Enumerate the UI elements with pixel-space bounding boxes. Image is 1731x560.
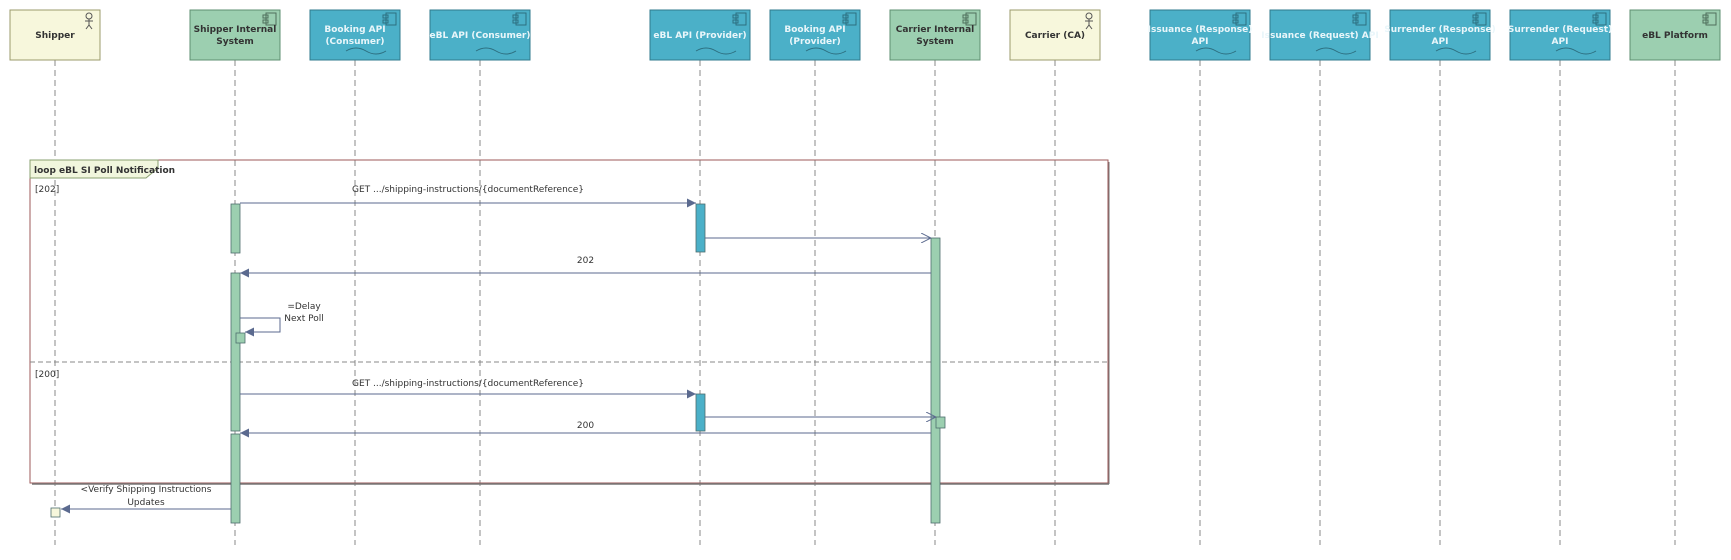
lifeline-head-carrier[interactable] xyxy=(1009,9,1101,61)
lifeline-label: Booking API xyxy=(784,25,845,35)
message-3[interactable]: 202 xyxy=(240,256,931,278)
lifeline-label: (Provider) xyxy=(789,37,840,47)
activation-bar xyxy=(695,203,706,253)
lifeline-shipper[interactable]: Shipper xyxy=(9,9,101,545)
lifeline-label: API xyxy=(1552,37,1569,47)
lifeline-label: (Consumer) xyxy=(325,37,384,47)
lifeline-label: Shipper Internal xyxy=(194,25,277,35)
component-icon xyxy=(962,12,977,26)
message-label: GET .../shipping-instructions/{documentR… xyxy=(352,185,584,195)
message-1[interactable]: GET .../shipping-instructions/{documentR… xyxy=(240,185,696,208)
fragment-guard: [202] xyxy=(35,185,59,195)
message-label: 200 xyxy=(577,421,594,431)
lifeline-label: System xyxy=(216,37,254,47)
actor-icon xyxy=(85,12,93,30)
fragment-label: loop eBL SI Poll Notification xyxy=(34,166,175,176)
message-7[interactable]: 200 xyxy=(240,421,931,438)
interface-icon xyxy=(475,12,527,55)
lifeline-booking_consumer[interactable]: Booking API (Consumer) xyxy=(309,9,401,545)
message-label: Updates xyxy=(127,498,165,508)
lifeline-label: Issuance (Response) xyxy=(1148,25,1253,35)
lifeline-label: API xyxy=(1192,37,1209,47)
lifeline-label: System xyxy=(916,37,954,47)
lifeline-ebl_platform[interactable]: eBL Platform xyxy=(1629,9,1721,545)
interface-icon xyxy=(1315,12,1367,55)
lifeline-label: Shipper xyxy=(35,31,75,41)
activation-bar xyxy=(230,433,241,524)
activation-bar xyxy=(50,507,61,518)
interface-icon xyxy=(345,12,397,55)
interface-icon xyxy=(695,12,747,55)
lifeline-label: eBL API (Consumer) xyxy=(430,31,531,41)
message-5[interactable]: GET .../shipping-instructions/{documentR… xyxy=(240,379,696,399)
lifeline-booking_provider[interactable]: Booking API (Provider) xyxy=(769,9,861,545)
lifeline-ebl_consumer[interactable]: eBL API (Consumer) xyxy=(429,9,531,545)
message-label: GET .../shipping-instructions/{documentR… xyxy=(352,379,584,389)
lifeline-ebl_provider[interactable]: eBL API (Provider) xyxy=(649,9,751,545)
interface-icon xyxy=(1555,12,1607,55)
activation-bar xyxy=(695,393,706,432)
message-arrow xyxy=(240,317,281,337)
lifeline-surrender_request[interactable]: Surrender (Request) API xyxy=(1508,9,1612,545)
interface-icon xyxy=(1435,12,1487,55)
lifeline-label: eBL API (Provider) xyxy=(653,31,746,41)
component-icon xyxy=(1702,12,1717,26)
fragment-guard: [200] xyxy=(35,370,59,380)
lifeline-carrier[interactable]: Carrier (CA) xyxy=(1009,9,1101,545)
loop-fragment: loop eBL SI Poll Notification [202] [200] xyxy=(29,159,1110,485)
lifeline-issuance_request[interactable]: Issuance (Request) API xyxy=(1261,9,1379,545)
lifeline-label: Surrender (Response) xyxy=(1384,25,1496,35)
lifeline-label: Booking API xyxy=(324,25,385,35)
fragment-label-tab xyxy=(29,159,159,179)
message-label: =Delay xyxy=(287,302,321,312)
lifeline-issuance_response[interactable]: Issuance (Response) API xyxy=(1148,9,1253,545)
message-label: <Verify Shipping Instructions xyxy=(81,485,212,495)
lifeline-label: Surrender (Request) xyxy=(1508,25,1612,35)
lifeline-head-shipper[interactable] xyxy=(9,9,101,61)
lifeline-surrender_response[interactable]: Surrender (Response) API xyxy=(1384,9,1496,545)
activation-bar xyxy=(235,332,246,344)
lifeline-label: eBL Platform xyxy=(1642,31,1708,41)
lifeline-label: Issuance (Request) API xyxy=(1261,31,1378,41)
interface-icon xyxy=(805,12,857,55)
lifeline-label: Carrier Internal xyxy=(896,25,974,35)
activation-bar xyxy=(935,416,946,429)
lifeline-label: Carrier (CA) xyxy=(1025,31,1085,41)
component-icon xyxy=(262,12,277,26)
activation-bar xyxy=(230,203,241,254)
message-label: Next Poll xyxy=(284,314,323,324)
lifeline-label: API xyxy=(1432,37,1449,47)
interface-icon xyxy=(1195,12,1247,55)
activation-bar xyxy=(230,272,241,432)
message-label: 202 xyxy=(577,256,594,266)
activation-bar xyxy=(930,237,941,524)
actor-icon xyxy=(1085,12,1093,30)
